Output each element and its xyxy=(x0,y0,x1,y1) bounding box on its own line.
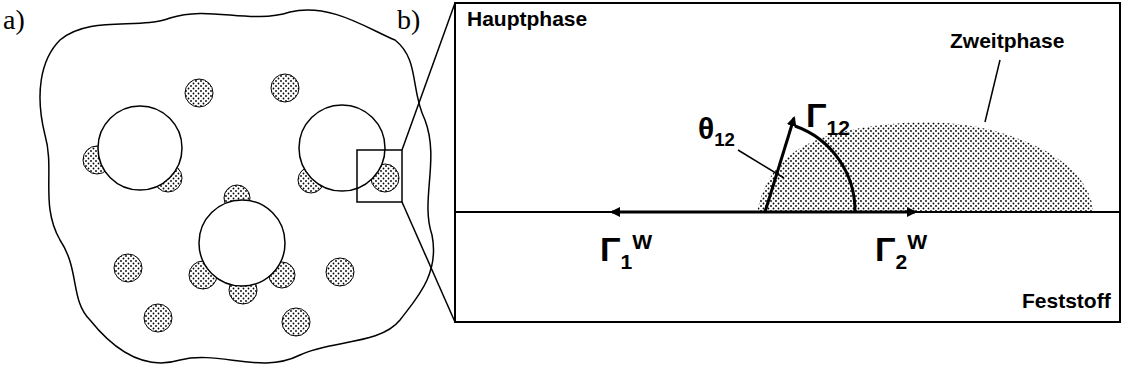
angle-arc xyxy=(795,126,855,212)
solid-particles xyxy=(98,105,385,286)
solid-surface xyxy=(455,211,1120,213)
tension-arrow xyxy=(765,118,794,212)
text-label: Zweitphase xyxy=(950,30,1064,51)
text-label: Feststoff xyxy=(1022,290,1111,311)
symbol-label: θ12 xyxy=(698,114,735,144)
second-phase-droplets xyxy=(83,74,399,336)
symbol-label: Γ1W xyxy=(600,232,652,266)
symbol-label: Γ12 xyxy=(806,98,850,132)
tension-arrow xyxy=(612,211,757,214)
text-label: a) xyxy=(3,6,25,34)
symbol-label: Γ2W xyxy=(875,232,927,266)
text-label: Hauptphase xyxy=(467,8,587,29)
tension-arrow xyxy=(757,211,915,214)
detail-panel xyxy=(455,3,1120,322)
leader-line xyxy=(985,60,1000,122)
droplet xyxy=(757,122,1093,212)
zoom-box xyxy=(357,150,402,202)
text-label: b) xyxy=(397,6,420,34)
zoom-line xyxy=(402,202,455,322)
sample-outline xyxy=(40,10,434,363)
